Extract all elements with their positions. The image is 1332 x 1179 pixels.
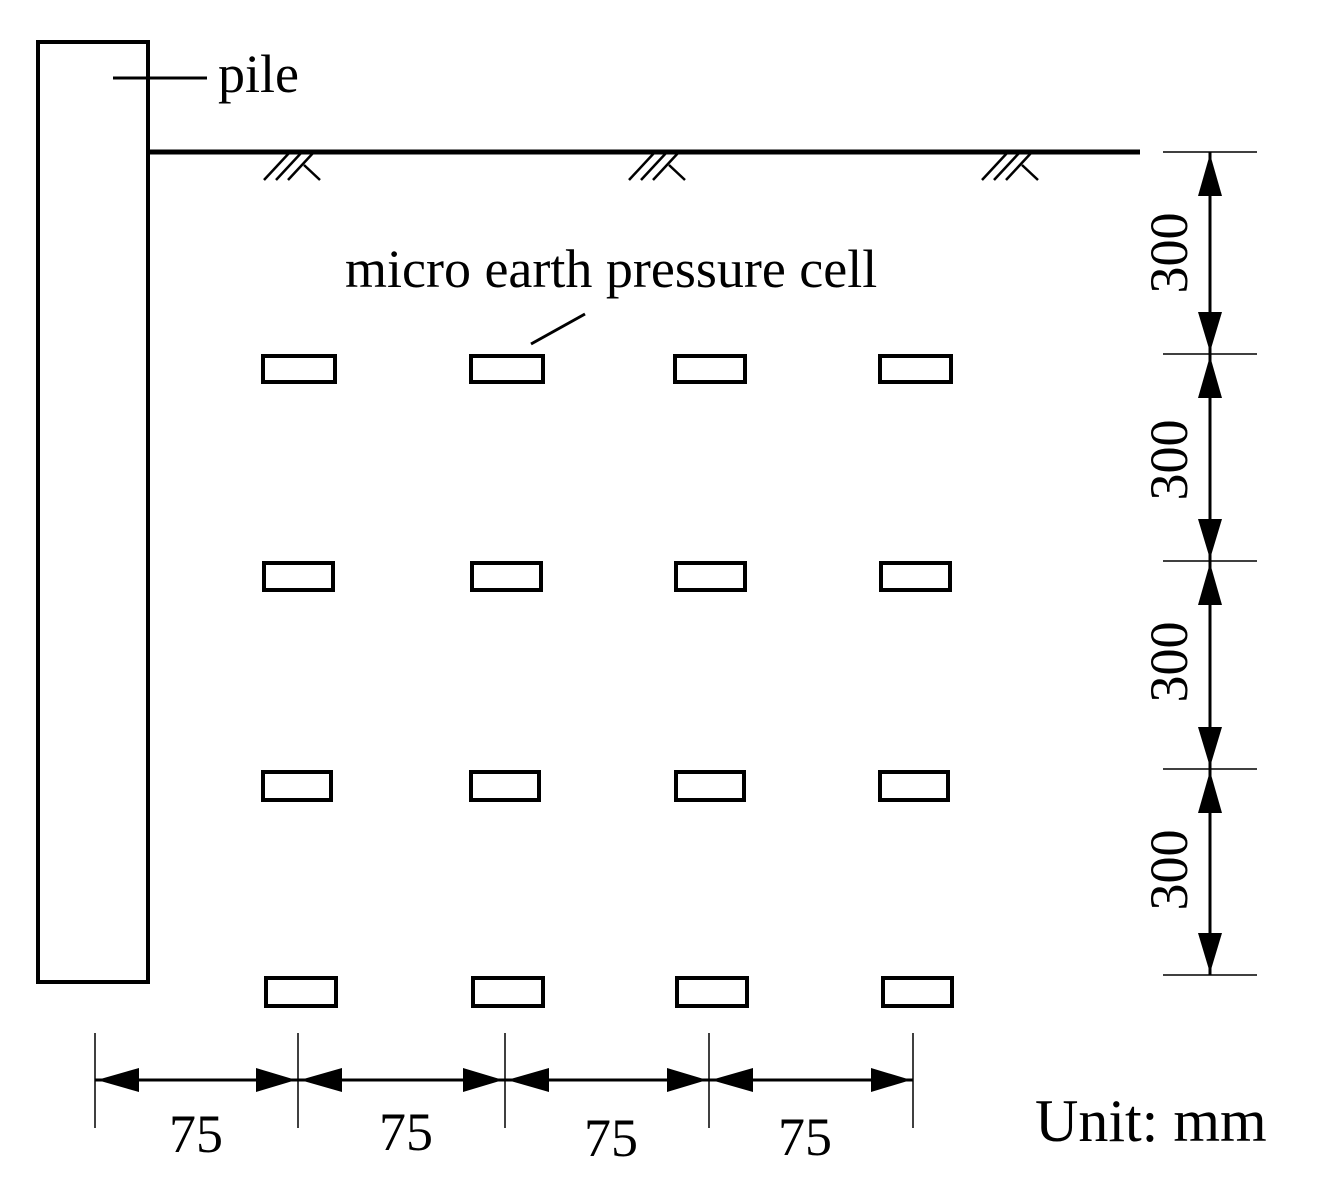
arrow-right (463, 1068, 503, 1092)
arrow-left (300, 1068, 342, 1092)
vertical-dimension-value: 300 (1139, 830, 1199, 911)
pressure-cell (878, 354, 953, 384)
horizontal-dimension-value: 75 (778, 1107, 832, 1167)
horizontal-dimension-value: 75 (379, 1102, 433, 1162)
pressure-cell (261, 354, 337, 384)
arrow-up (1198, 154, 1222, 196)
arrow-left (507, 1068, 549, 1092)
pressure-cell (674, 770, 746, 802)
vertical-dimension-value: 300 (1139, 622, 1199, 703)
arrow-left (97, 1068, 139, 1092)
pressure-cell (879, 561, 952, 592)
pile (36, 40, 150, 984)
pressure-cell (881, 976, 954, 1008)
cell-leader-line (530, 312, 586, 346)
pressure-cell (673, 354, 747, 384)
pressure-cell (262, 561, 335, 592)
horizontal-dimension-value: 75 (169, 1104, 223, 1164)
pressure-cells (261, 354, 954, 1008)
arrow-right (667, 1068, 707, 1092)
ground-hatch-3 (981, 151, 1039, 181)
arrow-up (1198, 771, 1222, 813)
arrow-up (1198, 356, 1222, 398)
arrow-left (711, 1068, 753, 1092)
arrow-right (871, 1068, 911, 1092)
ground-hatch-1 (263, 151, 321, 181)
pressure-cell (674, 561, 747, 592)
arrow-down (1198, 727, 1222, 767)
arrow-down (1198, 312, 1222, 352)
pressure-cell (470, 561, 543, 592)
pile-label: pile (218, 44, 299, 104)
pressure-cell (471, 976, 545, 1008)
vertical-arrowheads (1198, 154, 1222, 973)
vertical-dimension-value: 300 (1139, 213, 1199, 294)
horizontal-arrowheads (97, 1068, 911, 1092)
cell-label: micro earth pressure cell (345, 239, 877, 299)
pressure-cell (878, 770, 950, 802)
arrow-down (1198, 519, 1222, 559)
vertical-dimension-value: 300 (1139, 420, 1199, 501)
pressure-cell (261, 770, 333, 802)
pressure-cell (675, 976, 749, 1008)
ground-hatch-2 (628, 151, 686, 181)
unit-label: Unit: mm (1035, 1088, 1267, 1154)
arrow-up (1198, 563, 1222, 605)
horizontal-dimension-value: 75 (584, 1108, 638, 1168)
arrow-right (256, 1068, 296, 1092)
horizontal-dimension (94, 1033, 914, 1128)
pressure-cell (469, 770, 541, 802)
arrow-down (1198, 933, 1222, 973)
pressure-cell (264, 976, 338, 1008)
pressure-cell (469, 354, 545, 384)
